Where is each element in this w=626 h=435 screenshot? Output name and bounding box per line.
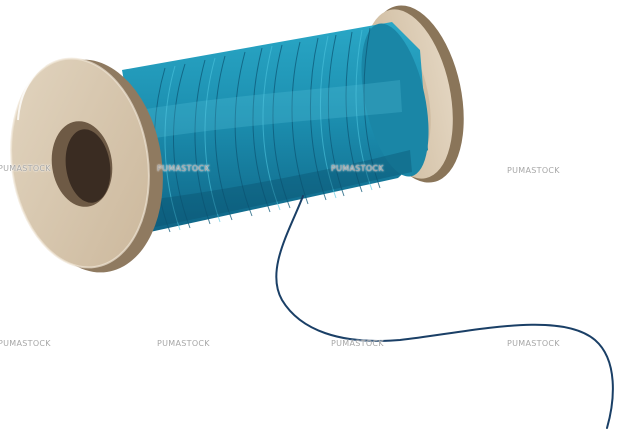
watermark: PUMASTOCK bbox=[507, 339, 560, 348]
watermark: PUMASTOCK bbox=[0, 339, 51, 348]
watermark: PUMASTOCK bbox=[157, 339, 210, 348]
watermark: PUMASTOCK bbox=[507, 166, 560, 175]
watermark: PUMASTOCK bbox=[157, 164, 210, 173]
watermark: PUMASTOCK bbox=[331, 164, 384, 173]
front-flange bbox=[10, 57, 163, 273]
loose-thread bbox=[275, 195, 614, 429]
watermark: PUMASTOCK bbox=[0, 164, 51, 173]
watermark: PUMASTOCK bbox=[331, 339, 384, 348]
thread-body bbox=[122, 22, 429, 233]
